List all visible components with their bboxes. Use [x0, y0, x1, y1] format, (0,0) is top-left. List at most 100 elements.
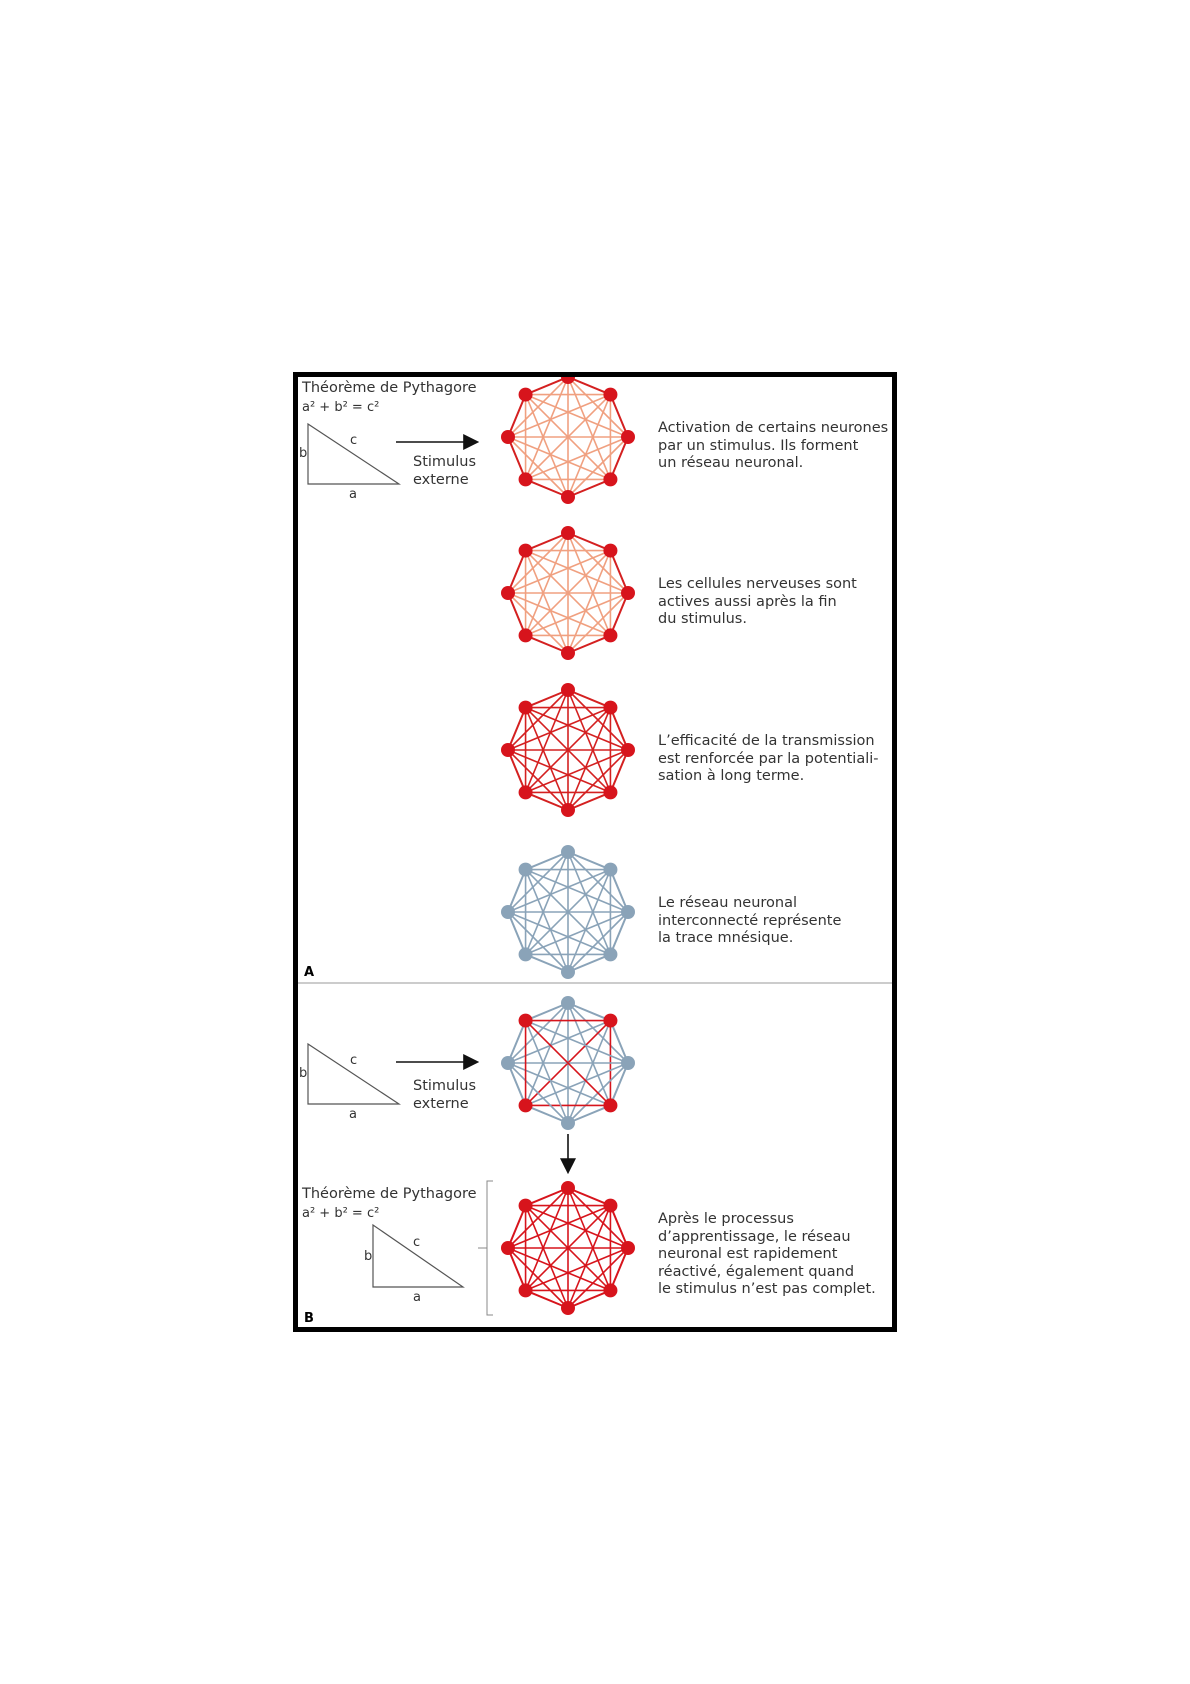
network-edge	[567, 478, 611, 498]
triangle-a-label-c: c	[350, 433, 358, 448]
triangle-b-label-a: a	[349, 1107, 357, 1122]
figure-frame: Théorème de Pythagore a² + b² = c² c b a…	[293, 372, 897, 1332]
network-edge	[507, 749, 569, 811]
network-edge	[524, 550, 569, 654]
network-edge	[609, 911, 629, 955]
triangle-a	[307, 422, 401, 485]
network-edge	[507, 436, 569, 498]
neuron-node	[603, 472, 618, 487]
network-edge	[525, 1204, 629, 1249]
network-edge	[507, 911, 527, 955]
network-edge	[609, 1205, 629, 1249]
network-edge	[507, 1062, 527, 1106]
triangle-b-label-c: c	[350, 1053, 358, 1068]
neuron-node	[561, 377, 575, 384]
neuron-node	[621, 586, 635, 600]
triangle-b	[307, 1042, 401, 1105]
neuron-node	[621, 905, 635, 919]
network-edge	[567, 953, 611, 973]
panel-a-equation: a² + b² = c²	[302, 400, 380, 415]
network-edge	[525, 1020, 611, 1106]
neuron-node	[621, 1056, 635, 1070]
network-edge	[609, 749, 629, 793]
network-edge	[525, 1019, 629, 1064]
triangle-a-label-a: a	[349, 487, 357, 502]
network-edge	[525, 377, 569, 396]
network-edge	[525, 1187, 569, 1207]
network-edge	[525, 532, 569, 552]
neuron-node	[603, 947, 618, 962]
network-edge	[507, 911, 569, 973]
neuron-node	[561, 1116, 575, 1130]
neuron-node	[518, 785, 533, 800]
triangle-b-lower-label-c: c	[413, 1235, 421, 1250]
step-2-text: Les cellules nerveuses sont actives auss…	[658, 576, 857, 627]
network-edge	[507, 592, 569, 654]
neuron-node	[501, 1056, 515, 1070]
stimulus-label-a: Stimulus externe	[413, 454, 477, 488]
network-edge	[525, 634, 569, 654]
neuron-node	[603, 862, 618, 877]
triangle-b-lower	[372, 1223, 465, 1288]
network-edge	[525, 549, 629, 594]
network-edge	[567, 1104, 611, 1124]
triangle-b-label-b: b	[299, 1066, 308, 1081]
neuron-node	[603, 628, 618, 643]
stimulus-label-b: Stimulus externe	[413, 1078, 477, 1112]
network-edge	[507, 592, 527, 636]
network-edge	[525, 868, 629, 913]
network-edge	[525, 791, 569, 811]
network-edge	[609, 1247, 629, 1291]
network-edge	[524, 707, 569, 811]
neuron-node	[603, 387, 618, 402]
network-edge	[507, 436, 527, 480]
network-edge	[609, 592, 629, 636]
neuron-node	[501, 430, 515, 444]
neuron-node	[603, 1013, 618, 1028]
network-edge	[524, 394, 569, 498]
neuron-node	[561, 803, 575, 817]
neuron-node	[561, 965, 575, 979]
neuron-node	[561, 683, 575, 697]
neuron-node	[561, 1181, 575, 1195]
network-edge	[525, 550, 611, 636]
network-edge	[609, 394, 629, 438]
network-edge	[609, 1062, 629, 1106]
panel-b-equation: a² + b² = c²	[302, 1206, 380, 1221]
triangle-b-lower-label-b: b	[364, 1249, 373, 1264]
neuron-node	[501, 743, 515, 757]
neuron-node	[518, 628, 533, 643]
neuron-node	[518, 543, 533, 558]
network-edge	[525, 1104, 569, 1124]
network-edge	[507, 869, 527, 913]
neuron-node	[501, 1241, 515, 1255]
network-edge	[567, 532, 611, 552]
network-edge	[507, 707, 527, 751]
network-edge	[525, 706, 629, 751]
network-step-4	[501, 845, 635, 979]
neuron-node	[603, 1198, 618, 1213]
network-edge	[524, 1205, 569, 1309]
neuron-node	[518, 1013, 533, 1028]
neuron-node	[561, 526, 575, 540]
triangle-a-label-b: b	[299, 446, 308, 461]
neuron-node	[518, 1098, 533, 1113]
network-edge	[525, 394, 611, 480]
network-edge	[567, 689, 611, 709]
network-edge	[609, 436, 629, 480]
network-edge	[525, 851, 569, 871]
neuron-node	[603, 543, 618, 558]
network-edge	[525, 478, 569, 498]
network-edge	[525, 1205, 611, 1291]
network-edge	[507, 1205, 527, 1249]
neuron-node	[603, 785, 618, 800]
panel-a-letter: A	[304, 965, 315, 980]
network-edge	[507, 1062, 569, 1124]
network-edge	[567, 1289, 611, 1309]
network-edge	[567, 634, 611, 654]
neuron-node	[518, 472, 533, 487]
network-edge	[525, 1002, 569, 1022]
neuron-node	[561, 490, 575, 504]
network-edge	[507, 1020, 527, 1064]
network-edge	[567, 851, 611, 871]
